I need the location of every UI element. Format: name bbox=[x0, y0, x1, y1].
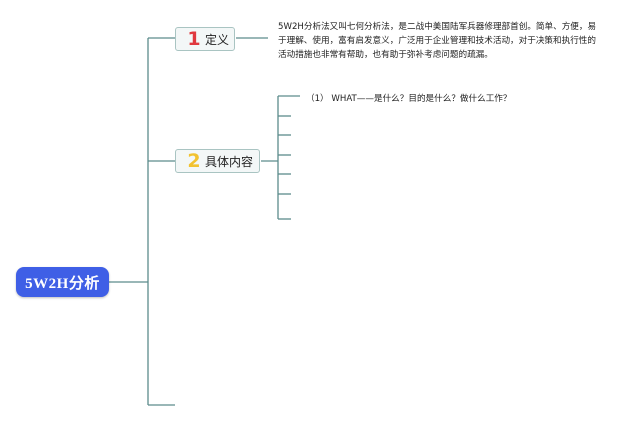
topic-label: 定义 bbox=[205, 32, 230, 47]
topic-content[interactable]: 2 具体内容 bbox=[175, 149, 260, 173]
subitem-what: （1） WHAT——是什么？目的是什么？做什么工作？ bbox=[306, 94, 512, 104]
definition-text: 5W2H分析法又叫七何分析法，是二战中美国陆军兵器修理部首创。简单、方便，易于理… bbox=[278, 22, 597, 60]
root-node[interactable]: 5W2H分析 bbox=[16, 267, 109, 297]
topic-number-badge: 1 bbox=[187, 28, 201, 50]
topic-definition[interactable]: 1 定义 bbox=[175, 27, 235, 51]
root-label: 5W2H分析 bbox=[25, 275, 100, 292]
topic-number-badge: 2 bbox=[187, 150, 201, 172]
topic-label: 具体内容 bbox=[205, 154, 254, 169]
